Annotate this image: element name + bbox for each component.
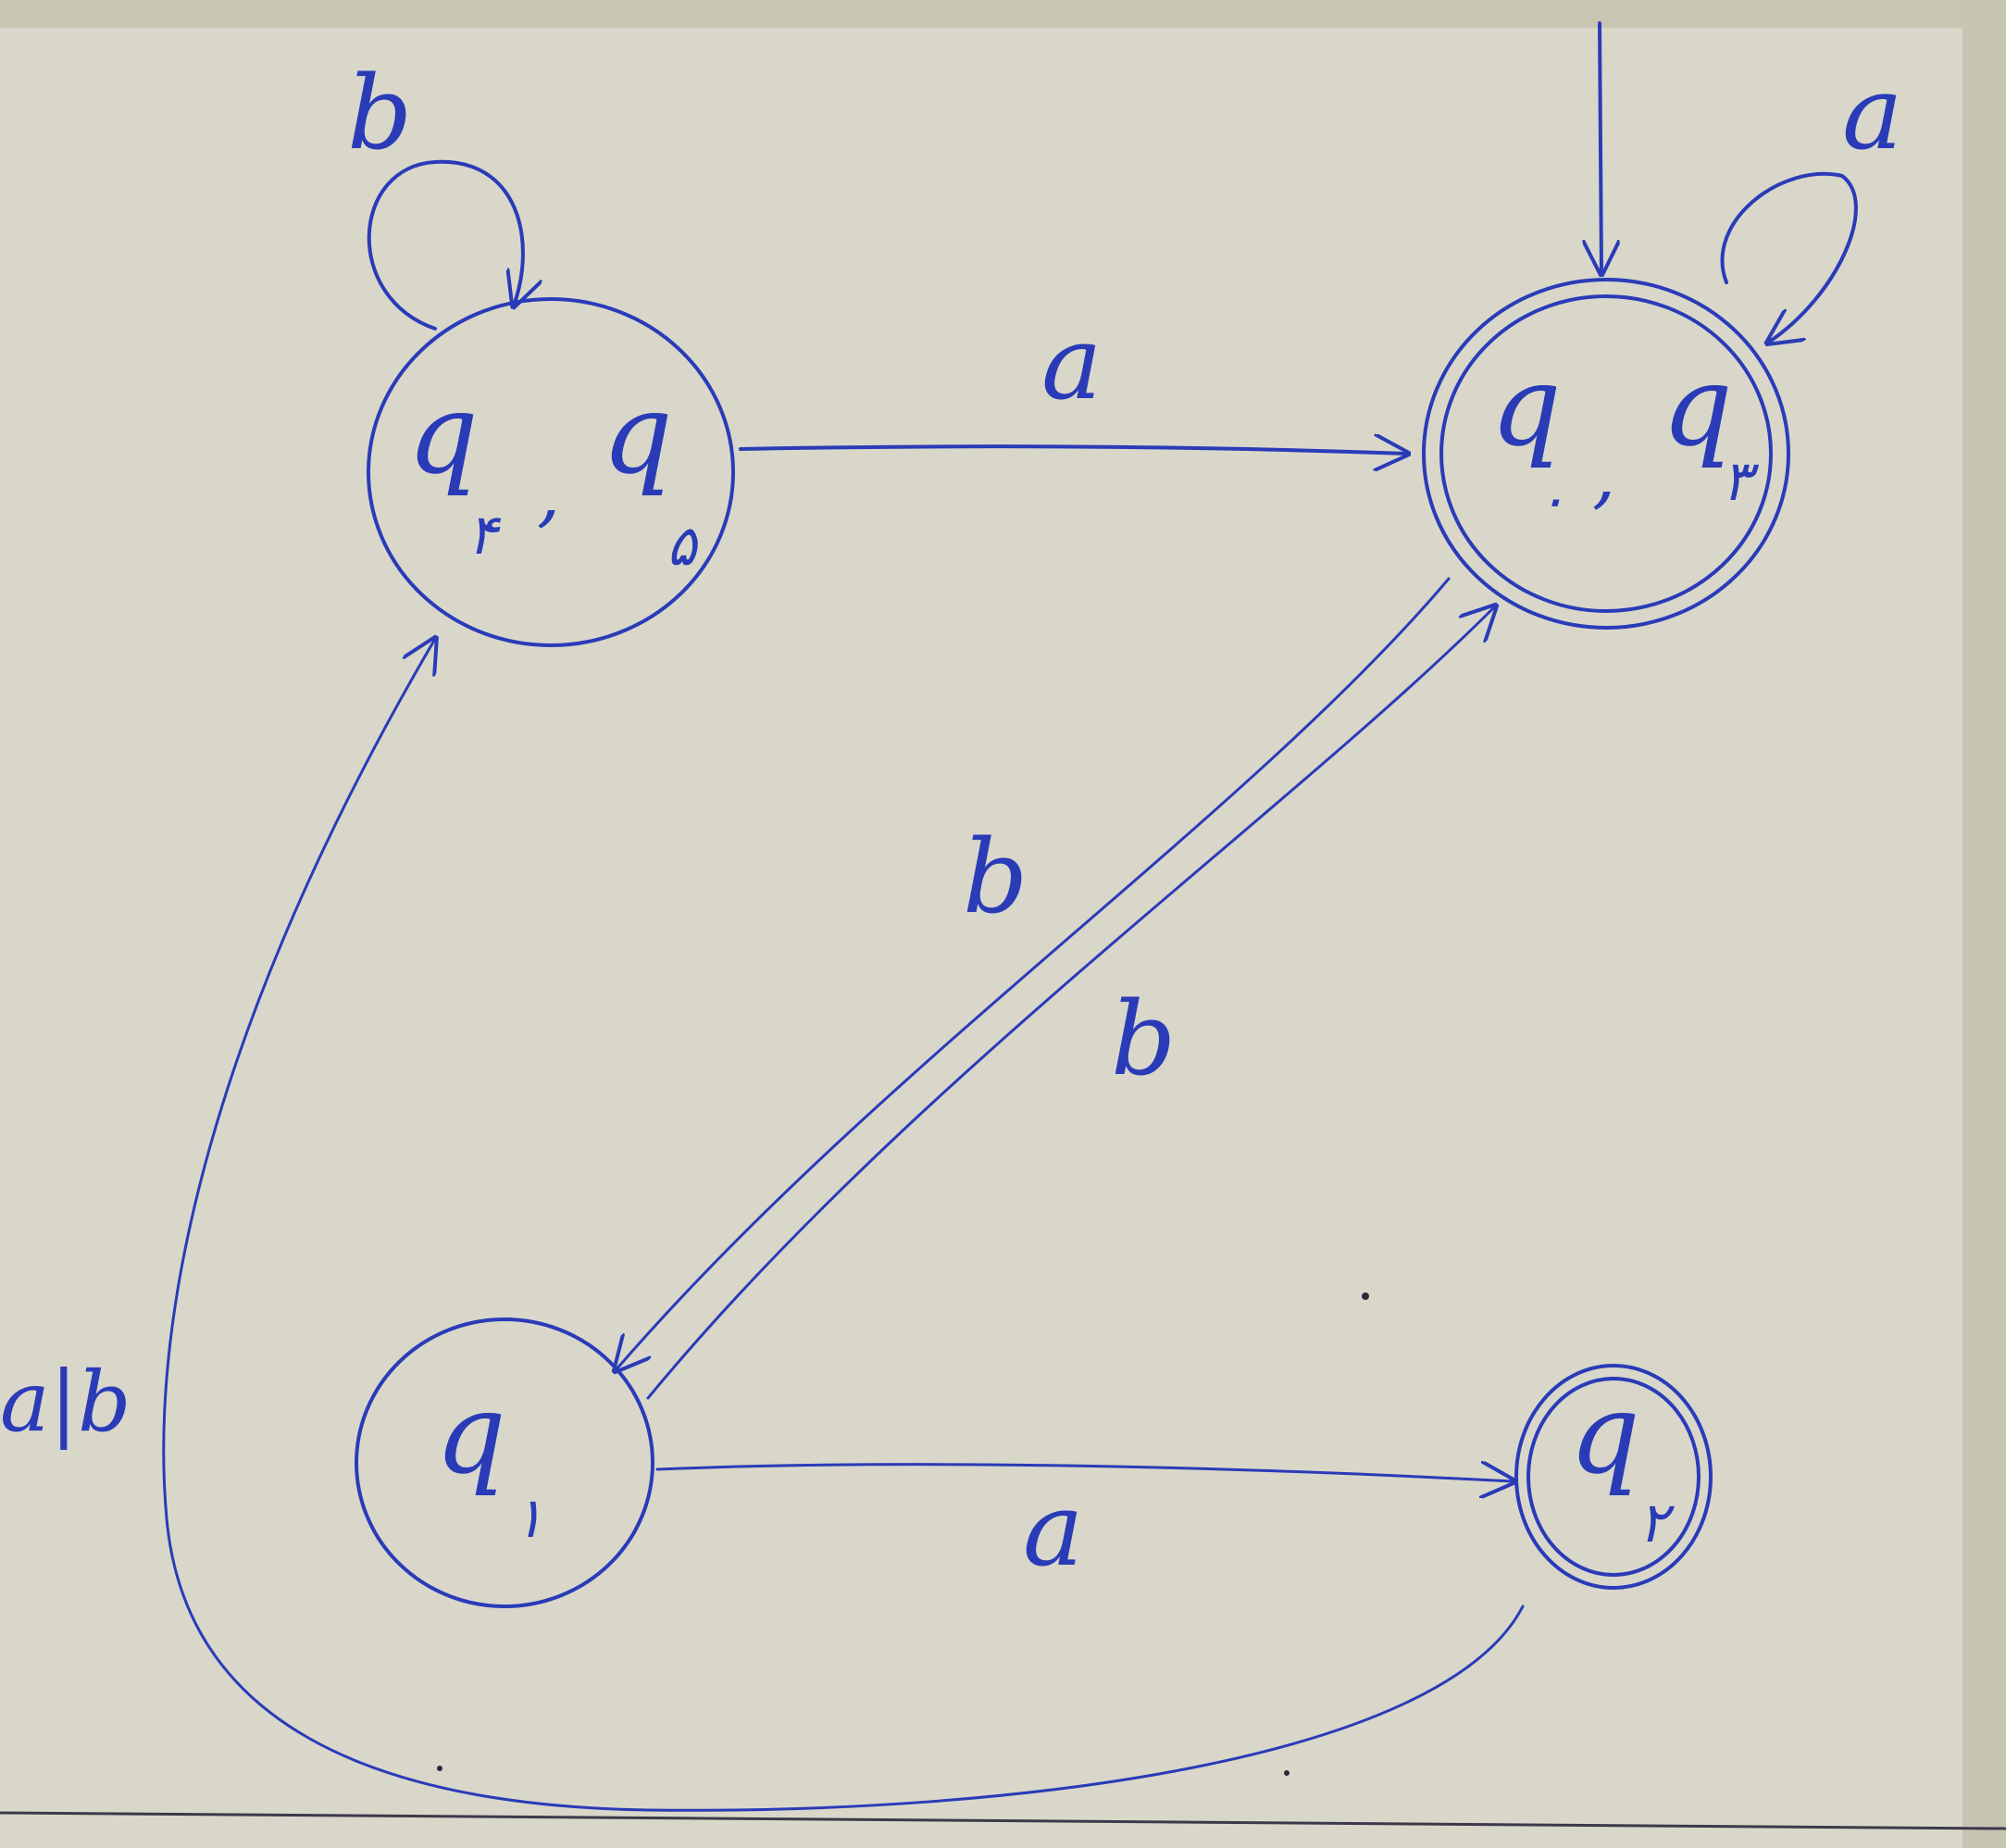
ruled-line: [0, 1811, 2006, 1830]
label-q1-to-q0q3: b: [1111, 980, 1176, 1098]
state-q0-q3-main-b: q: [1662, 343, 1733, 471]
state-q4-q5-sub-a: ۴: [467, 503, 502, 568]
state-q2: q ۲: [1514, 1364, 1713, 1590]
label-loop-q0q3: a: [1842, 54, 1903, 172]
state-q0-q3-sep: ,: [1592, 431, 1615, 518]
label-q1-to-q2: a: [1023, 1470, 1084, 1589]
transition-q0q3-to-q1: [616, 577, 1451, 1370]
state-q4-q5-sep: ,: [537, 450, 560, 536]
state-q4-q5-main-a: q: [407, 370, 479, 499]
transition-loop-q4q5: [367, 159, 523, 331]
transition-q1-to-q0q3: [646, 606, 1495, 1400]
state-q1: q ۱: [355, 1317, 654, 1608]
transition-q4q5-to-q0q3: [739, 446, 1407, 454]
transition-loop-q0q3: [1720, 171, 1858, 343]
paper-edge-top: [0, 0, 2006, 28]
state-q0-q3-main-a: q: [1490, 343, 1562, 471]
state-q4-q5-sub-b: ۵: [667, 514, 699, 579]
state-q1-sub: ۱: [514, 1486, 543, 1551]
label-loop-q4q5: b: [347, 54, 412, 172]
ink-speck: [437, 1766, 442, 1771]
transition-q1-to-q2: [655, 1465, 1514, 1481]
ink-speck: [1362, 1292, 1369, 1300]
label-q0q3-to-q1: b: [963, 818, 1028, 936]
state-q2-main: q: [1569, 1370, 1640, 1499]
ink-speck: [1284, 1770, 1290, 1776]
state-q1-main: q: [435, 1370, 506, 1499]
state-q4-q5-main-b: q: [602, 370, 673, 499]
transition-q2-to-q4q5: [162, 639, 1525, 1812]
label-q4q5-to-q0q3: a: [1041, 304, 1103, 422]
paper-edge-right: [1962, 0, 2006, 1848]
state-q4-q5: q ۴ , q ۵: [367, 297, 735, 647]
state-q0-q3-sub-a: ۰: [1537, 468, 1566, 532]
label-q2-to-q4q5: a|b: [0, 1354, 131, 1451]
start-arrow: [1600, 21, 1601, 273]
